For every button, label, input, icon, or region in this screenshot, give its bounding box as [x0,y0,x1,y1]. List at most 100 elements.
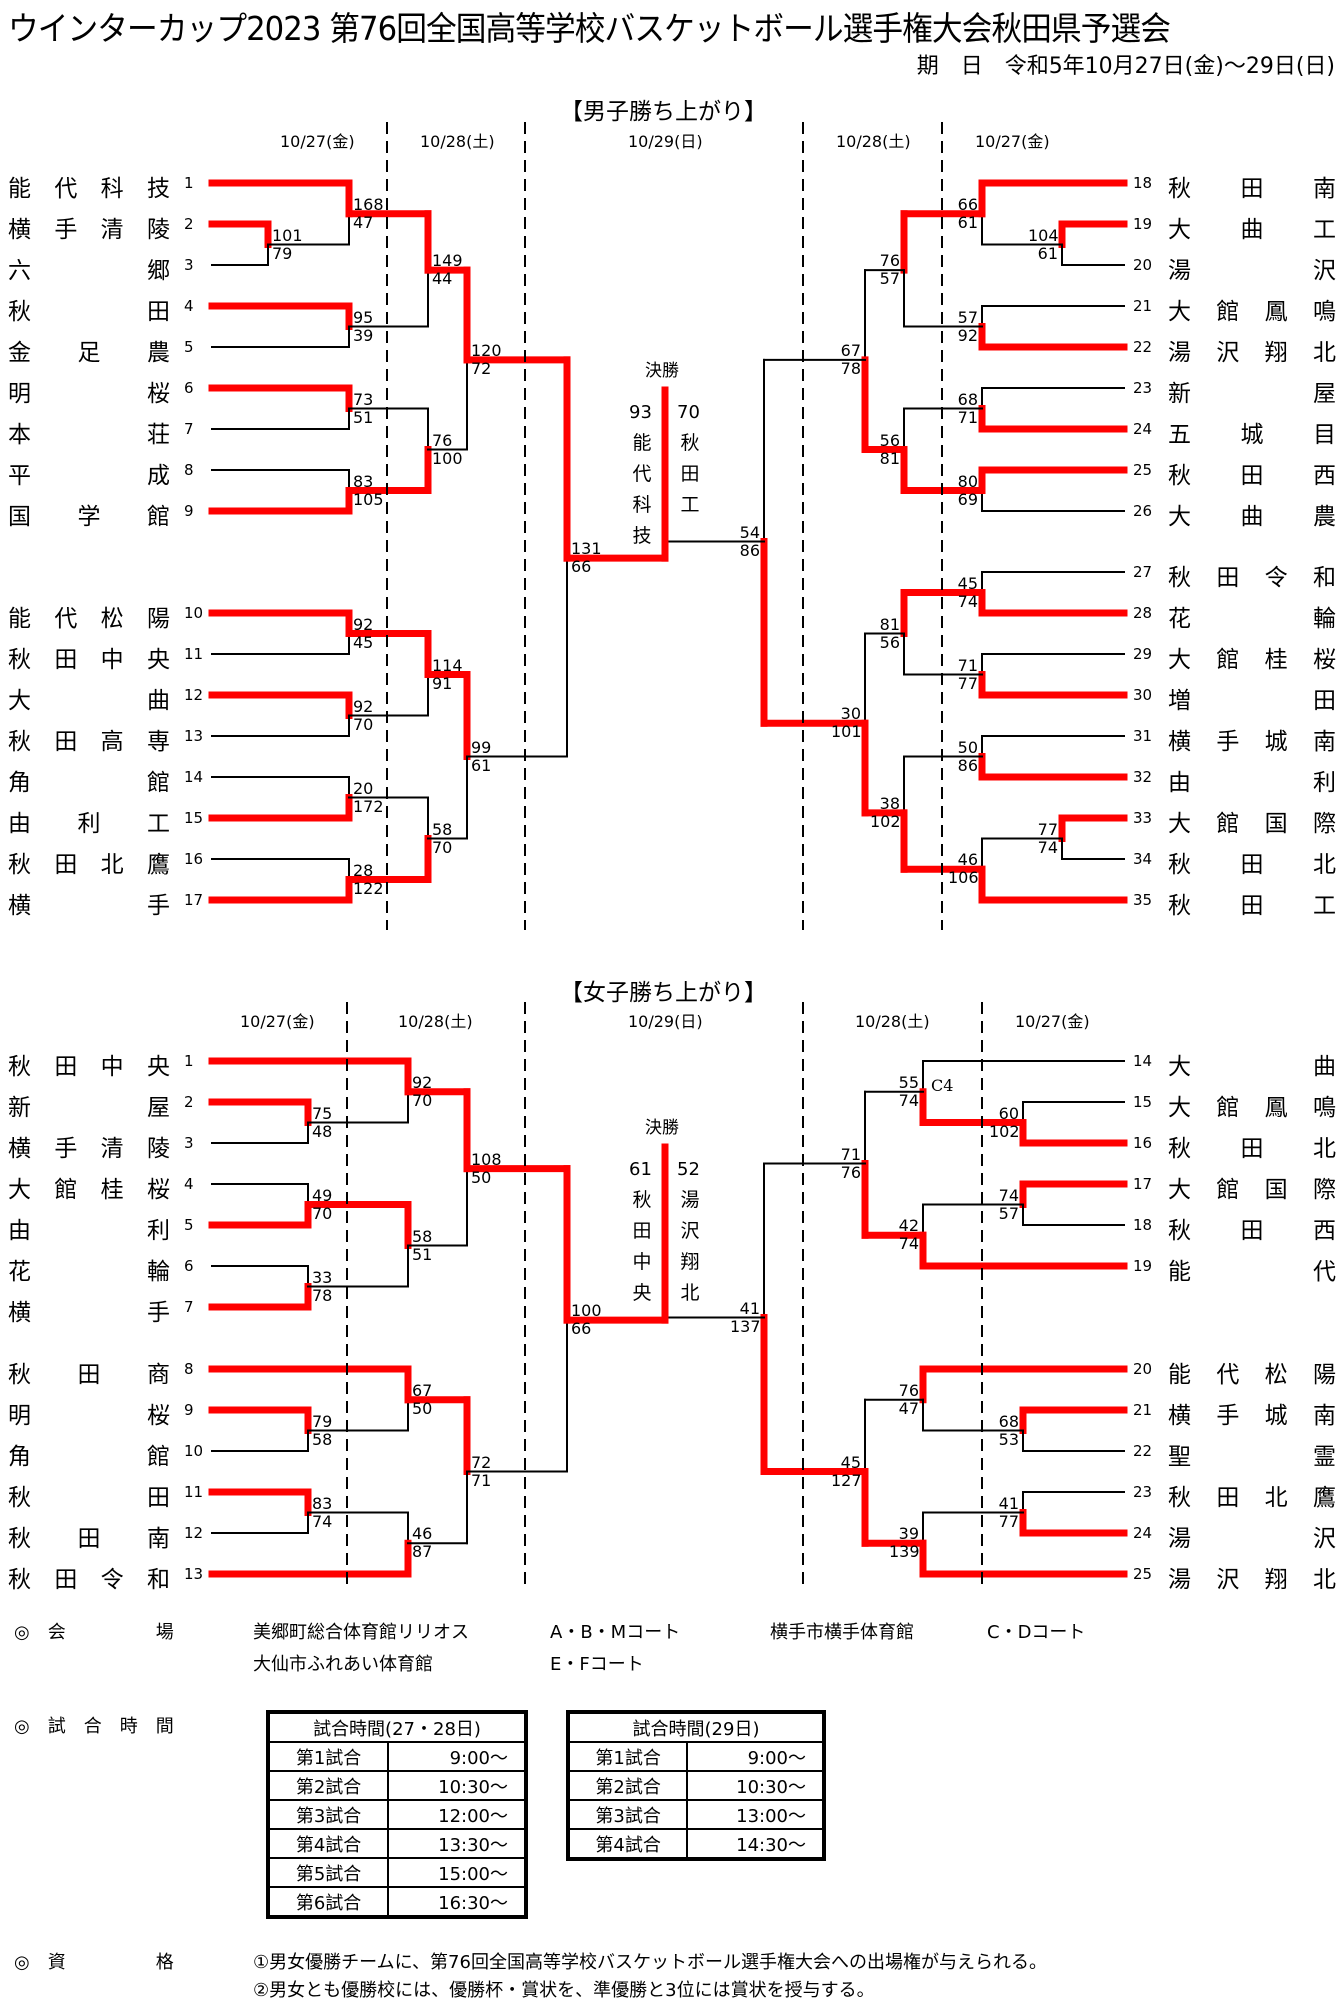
team-name-char: 屋 [1313,381,1336,407]
boys-date-3: 10/29(日) [628,132,703,151]
team-name-char: 大 [1168,299,1191,325]
match-score-bottom: 91 [432,673,453,693]
team-name: 横手清陵 [8,210,170,244]
game-time: 16:30～ [387,1886,527,1918]
girls-date-2: 10/28(土) [398,1012,473,1031]
team-name-char: 松 [100,606,124,632]
team-name-char: 国 [1264,1177,1288,1203]
team-seed-number: 17 [184,891,204,909]
team-name-char: 桜 [146,1177,170,1203]
team-name-char: 明 [8,381,31,407]
match-score-top: 95 [353,307,374,327]
match-score-bottom: 57 [879,269,900,289]
match-score-bottom: 78 [840,358,861,378]
final-right-score: 52 [677,1159,700,1180]
team-name: 大曲 [8,681,170,715]
team-name-char: 明 [8,1403,31,1429]
match-score-bottom: 74 [312,1511,333,1531]
match-score-bottom: 61 [471,755,492,775]
team-seed-number: 25 [1133,1565,1153,1583]
team-name-char: 秋 [1168,463,1191,489]
team-name-char: 角 [8,770,31,796]
time-label: ◎ 試 合 時 間 [14,1716,174,1737]
final-right-name-char: 北 [680,1282,700,1304]
match-score-top: 92 [353,614,374,634]
match-score-top: 92 [412,1072,433,1092]
match-score-bottom: 45 [353,632,374,652]
match-score-bottom: 71 [471,1470,492,1490]
team-name-char: 田 [54,1054,78,1080]
team-seed-number: 19 [1133,1257,1153,1275]
girls-date-5: 10/27(金) [1015,1012,1090,1031]
team-seed-number: 1 [184,174,194,192]
match-score-top: 81 [879,614,900,634]
team-seed-number: 10 [184,604,204,622]
team-name-char: 秋 [1168,893,1191,919]
team-name-char: 曲 [147,688,170,714]
match-score-bottom: 50 [471,1167,492,1187]
match-score-top: 55 [898,1072,919,1092]
match-score-bottom: 61 [1037,243,1058,263]
team-name: 由利 [8,1211,170,1245]
court-label: C4 [931,1075,954,1095]
team-name-char: 館 [1216,811,1240,837]
match-score-top: 45 [957,573,978,593]
venue-3-courts: E・Fコート [550,1654,644,1675]
team-name: 角館 [8,1437,170,1471]
game-time: 10:30～ [387,1770,527,1801]
match-score-top: 104 [1028,225,1059,245]
team-name: 大館鳳鳴 [1168,292,1336,326]
team-name-char: 鳳 [1264,299,1288,325]
match-score-top: 131 [571,539,602,559]
match-score-bottom: 56 [879,632,900,652]
team-seed-number: 14 [1133,1052,1153,1070]
team-name-char: 湯 [1168,258,1191,284]
match-score-bottom: 47 [353,212,374,232]
girls-heading: 【女子勝ち上がり】 [560,980,767,1006]
team-name-char: 荘 [147,422,170,448]
team-name: 由利工 [8,804,170,838]
team-name-char: 田 [1240,1218,1264,1244]
team-name-char: 秋 [1168,852,1191,878]
team-name-char: 田 [54,1567,78,1593]
final-left-name-char: 代 [632,463,652,485]
game-number: 第2試合 [566,1770,689,1801]
team-seed-number: 9 [184,502,194,520]
game-number: 第2試合 [266,1770,390,1801]
team-name-char: 桜 [147,1403,170,1429]
match-score-top: 28 [353,860,374,880]
team-seed-number: 23 [1133,379,1153,397]
team-name-char: 翔 [1264,340,1288,366]
team-name-char: 鷹 [146,852,170,878]
final-left-score: 61 [629,1159,652,1180]
team-name-char: 利 [147,1218,170,1244]
match-score-top: 72 [471,1452,492,1472]
match-score-top: 77 [1037,819,1058,839]
team-name-char: 沢 [1313,258,1336,284]
team-name-char: 大 [1168,217,1191,243]
team-name-char: 田 [1240,852,1264,878]
team-name-char: 利 [1313,770,1336,796]
team-name-char: 霊 [1313,1444,1336,1470]
team-name: 湯沢翔北 [1168,1560,1336,1594]
team-seed-number: 3 [184,1134,194,1152]
team-name: 花輪 [1168,599,1336,633]
team-seed-number: 12 [184,1524,204,1542]
team-name: 秋田令和 [1168,558,1336,592]
match-score-bottom: 79 [272,243,293,263]
team-name-char: 秋 [8,1054,31,1080]
match-score-top: 92 [353,696,374,716]
team-name-char: 輪 [147,1259,170,1285]
match-score-bottom: 71 [957,407,978,427]
team-name-char: 館 [147,770,170,796]
team-name-char: 代 [1313,1259,1336,1285]
team-seed-number: 21 [1133,1401,1153,1419]
team-name-char: 専 [146,729,170,755]
team-seed-number: 11 [184,1483,204,1501]
schedule-header: 試合時間(29日) [567,1711,825,1743]
team-name: 大館鳳鳴 [1168,1088,1336,1122]
match-score-top: 74 [998,1185,1019,1205]
team-name: 本荘 [8,415,170,449]
match-score-top: 76 [898,1380,919,1400]
